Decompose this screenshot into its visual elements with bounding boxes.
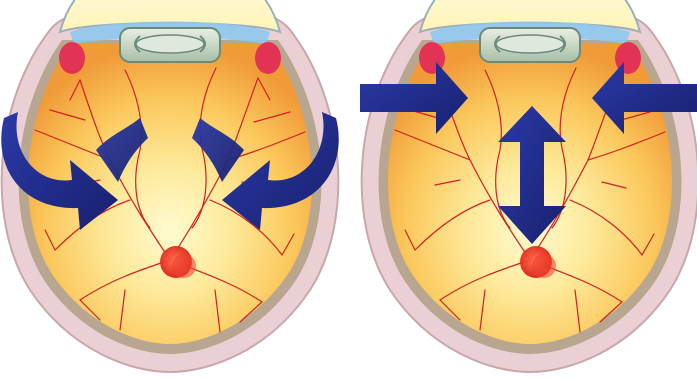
right-eye-panel <box>360 0 697 372</box>
left-eye-panel <box>1 0 338 372</box>
